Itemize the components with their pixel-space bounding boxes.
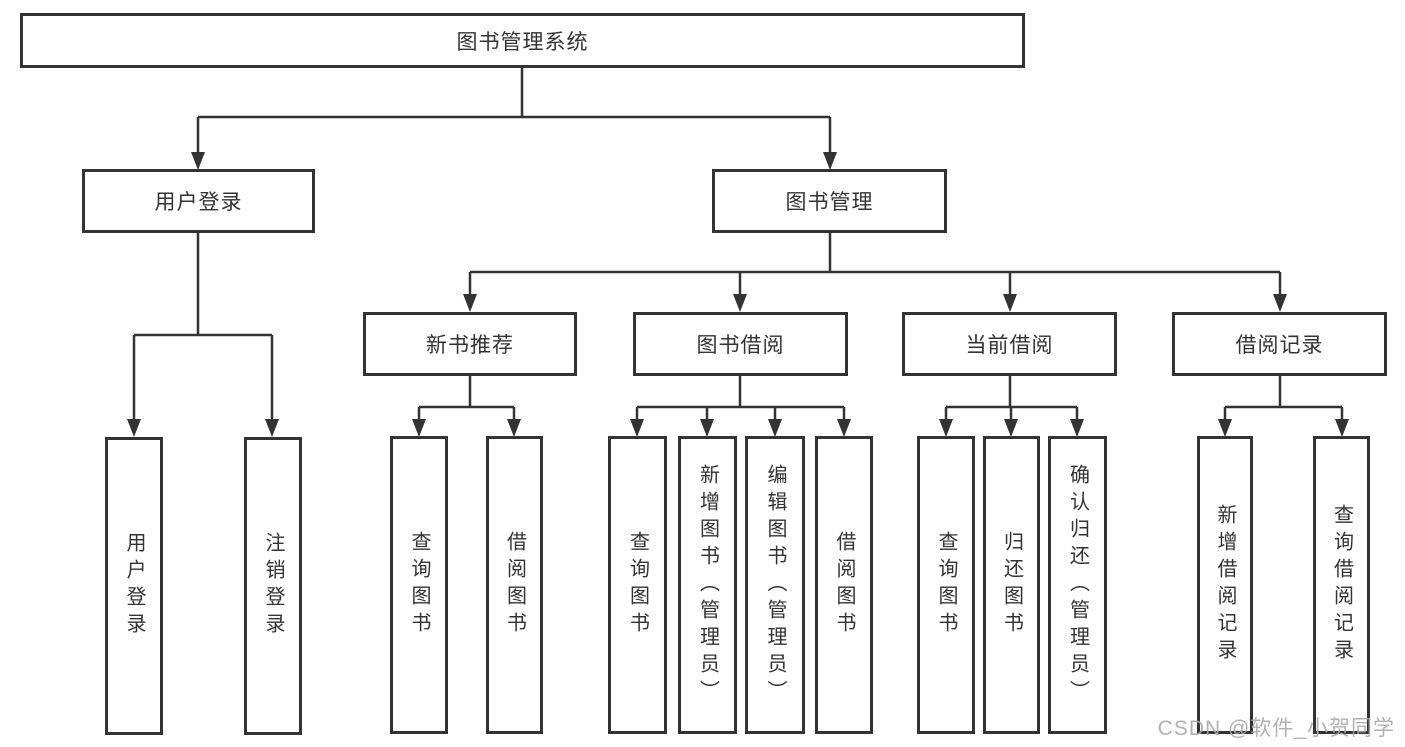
leaf-add-books-admin: 新增图书（管理员） xyxy=(678,436,737,734)
leaf-borrow-books-borrowing: 借阅图书 xyxy=(815,436,873,734)
leaf-user-login: 用户登录 xyxy=(105,437,163,735)
node-new-book-recommendation: 新书推荐 xyxy=(363,312,577,376)
node-label: 注销登录 xyxy=(262,532,284,640)
node-label: 查询图书 xyxy=(408,531,430,639)
node-label: 新书推荐 xyxy=(426,334,514,357)
leaf-return-books: 归还图书 xyxy=(983,436,1040,734)
node-label: 归还图书 xyxy=(1000,531,1023,639)
node-label: 查询图书 xyxy=(626,531,649,639)
leaf-add-borrow-record: 新增借阅记录 xyxy=(1197,436,1253,734)
node-label: 查询图书 xyxy=(935,531,957,639)
node-label: 用户登录 xyxy=(123,532,145,640)
node-label: 当前借阅 xyxy=(965,334,1054,357)
node-label: 图书借阅 xyxy=(696,334,785,357)
node-borrowing-records: 借阅记录 xyxy=(1172,312,1387,376)
leaf-edit-books-admin: 编辑图书（管理员） xyxy=(745,436,805,734)
leaf-confirm-return-admin: 确认归还（管理员） xyxy=(1048,436,1107,734)
node-label: 图书管理 xyxy=(785,191,874,214)
node-current-borrowing: 当前借阅 xyxy=(902,312,1117,376)
node-label: 借阅记录 xyxy=(1235,334,1324,357)
leaf-logout: 注销登录 xyxy=(244,437,302,735)
node-user-login: 用户登录 xyxy=(82,169,315,233)
node-label: 查询借阅记录 xyxy=(1330,504,1353,666)
node-label: 新增借阅记录 xyxy=(1214,504,1236,666)
node-label: 用户登录 xyxy=(154,191,243,214)
watermark: CSDN @软件_小贺同学 xyxy=(1157,717,1395,740)
leaf-query-borrow-record: 查询借阅记录 xyxy=(1313,436,1370,734)
node-label: 图书管理系统 xyxy=(456,30,589,54)
leaf-query-books-recommend: 查询图书 xyxy=(390,436,448,734)
leaf-borrow-books-recommend: 借阅图书 xyxy=(486,436,543,734)
node-label: 确认归还（管理员） xyxy=(1066,463,1089,707)
node-label: 借阅图书 xyxy=(833,531,855,639)
node-label: 新增图书（管理员） xyxy=(696,463,719,707)
node-book-borrowing: 图书借阅 xyxy=(633,312,848,376)
node-book-management: 图书管理 xyxy=(712,169,947,233)
leaf-query-books-current: 查询图书 xyxy=(917,436,975,734)
leaf-query-books-borrowing: 查询图书 xyxy=(608,436,667,734)
node-label: 编辑图书（管理员） xyxy=(764,463,786,707)
node-label: 借阅图书 xyxy=(503,531,526,639)
node-library-management-system: 图书管理系统 xyxy=(20,13,1025,68)
